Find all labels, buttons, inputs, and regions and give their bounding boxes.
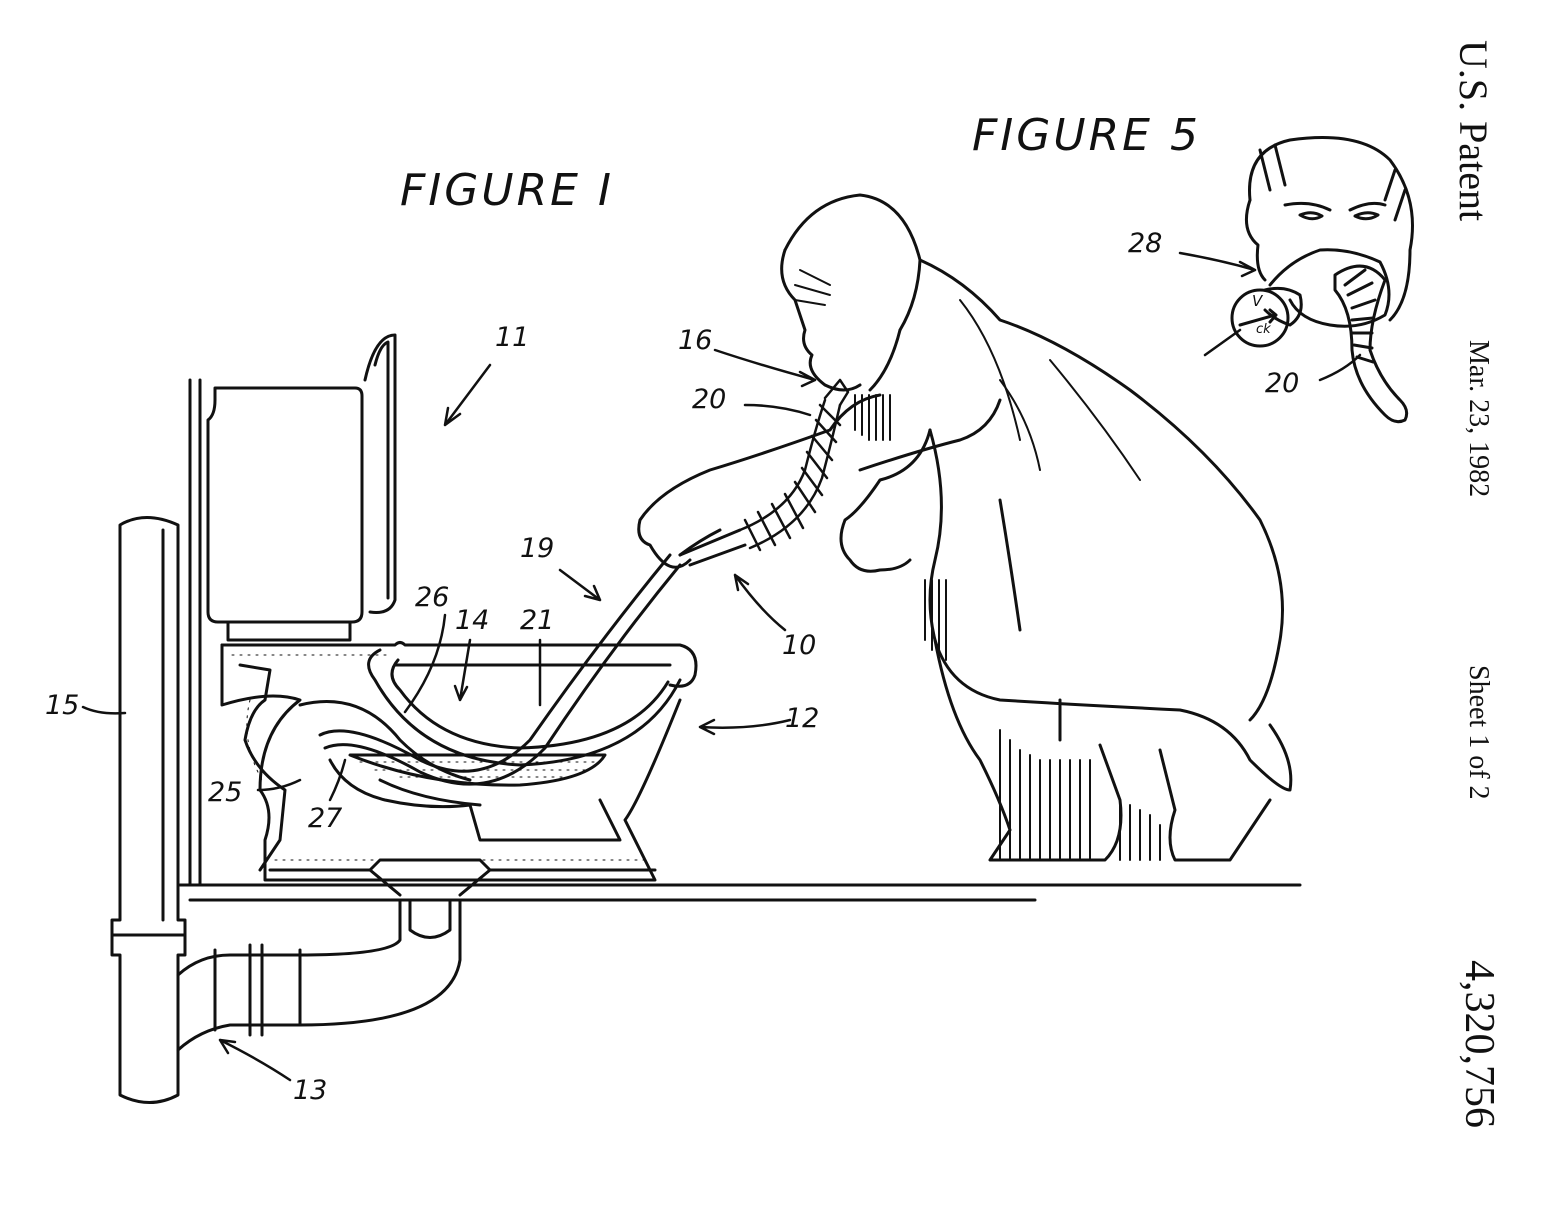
ref-28: 28 — [1128, 228, 1163, 259]
ref-19: 19 — [520, 533, 555, 564]
wall-and-floor — [178, 378, 1302, 902]
patent-number: 4,320,756 — [1456, 960, 1502, 1128]
ref-10: 10 — [782, 630, 817, 661]
toilet-tank — [206, 333, 397, 642]
ref-15: 15 — [45, 690, 80, 721]
ref-27: 27 — [308, 803, 343, 834]
drain-pipe — [110, 516, 462, 1104]
leader-arrows — [81, 251, 1362, 1082]
figure-1-title: FIGURE I — [400, 165, 614, 216]
sheet-number: Sheet 1 of 2 — [1463, 665, 1494, 800]
ref-26: 26 — [415, 582, 450, 613]
ref-16: 16 — [678, 325, 713, 356]
suction-hose — [318, 528, 747, 786]
crouching-man — [637, 193, 1293, 862]
valve-label-v: V — [1252, 292, 1263, 310]
corrugated-tube — [738, 378, 850, 552]
patent-date: Mar. 23, 1982 — [1463, 340, 1494, 498]
ref-12: 12 — [785, 703, 820, 734]
figure-5-head-with-mask — [1230, 136, 1414, 424]
ref-20-mask: 20 — [1265, 368, 1300, 399]
toilet-bowl — [220, 641, 698, 897]
ref-20-tube: 20 — [692, 384, 727, 415]
figure-5-title: FIGURE 5 — [972, 110, 1201, 161]
patent-office-label: U.S. Patent — [1451, 40, 1496, 222]
shading-hatch — [794, 269, 1161, 861]
ref-11: 11 — [495, 322, 530, 353]
ref-13: 13 — [293, 1075, 328, 1106]
valve-label-ck: ck — [1256, 322, 1271, 337]
ref-14: 14 — [455, 605, 490, 636]
ref-21: 21 — [520, 605, 555, 636]
ref-25: 25 — [208, 777, 243, 808]
